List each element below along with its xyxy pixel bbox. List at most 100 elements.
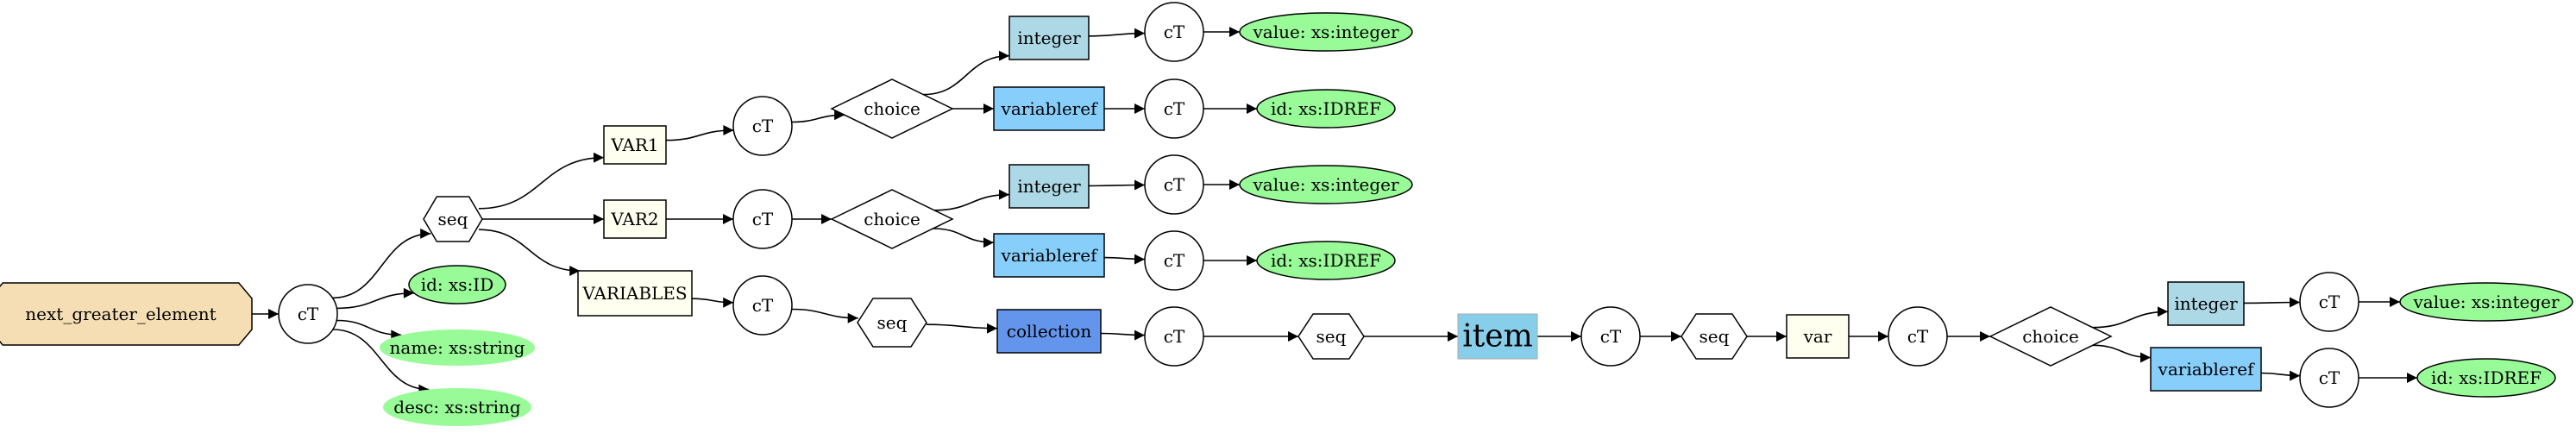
node-var-shape [1786,314,1850,359]
node-idref1-label: id: xs:IDREF [1271,98,1381,119]
node-ct5-label: cT [1164,98,1185,119]
edge-choice2-to-int2 [933,189,1010,211]
node-ct4-shape [1144,2,1204,62]
node-variables: VARIABLES [577,270,693,317]
node-val3-label: value: xs:integer [2412,292,2560,312]
edge-ct0-to-attr_id [336,287,414,310]
node-item-shape [1457,313,1538,360]
node-root-shape [0,282,253,346]
node-ct5: cT [1144,78,1204,139]
edge-vref2-to-ct7 [1103,254,1146,265]
node-coll: collection [996,309,1102,354]
node-choice1-shape [830,78,954,139]
node-idref1-shape [1256,89,1396,129]
node-choice2: choice [830,189,954,249]
node-int2-label: integer [1017,176,1081,197]
node-ct6-label: cT [1164,174,1185,195]
node-seq3-shape [1681,313,1748,360]
node-int1-label: integer [1017,28,1081,48]
node-ct10: cT [1888,306,1948,367]
node-ct3-label: cT [752,295,774,316]
edge-ct0-to-attr_desc [332,329,430,395]
node-ct8-shape [1144,306,1204,367]
node-attr_desc-label: desc: xs:string [393,397,521,417]
node-idref3: id: xs:IDREF [2416,358,2556,398]
node-var1: VAR1 [603,125,667,165]
node-idref3-shape [2416,358,2556,398]
edge-var1-to-ct1 [665,125,734,141]
edge-int1-to-ct4 [1088,28,1146,39]
node-attr_desc: desc: xs:string [383,388,531,426]
node-ct5-shape [1144,78,1204,139]
node-ct12-label: cT [2319,367,2340,388]
node-attr_id: id: xs:ID [408,265,506,304]
node-seq2-label: seq [1316,326,1347,347]
edge-ct3-to-seq1 [791,308,858,323]
node-attr_id-label: id: xs:ID [421,274,494,295]
node-seq2-shape [1297,313,1365,360]
edge-choice3-to-vref3 [2092,344,2152,363]
node-ct4: cT [1144,2,1204,62]
node-var2-label: VAR2 [610,209,658,229]
node-idref3-label: id: xs:IDREF [2431,367,2541,388]
node-ct1: cT [732,96,793,156]
node-seq0-label: seq [438,209,468,229]
node-ct4-label: cT [1164,22,1185,42]
node-idref2-label: id: xs:IDREF [1271,250,1381,271]
edge-seq0-to-var1 [478,152,605,210]
node-val1: value: xs:integer [1239,12,1413,52]
node-ct0: cT [278,284,338,344]
edge-int3-to-ct11 [2243,297,2301,308]
edge-choice3-to-int3 [2092,306,2169,329]
node-vref2-label: variableref [1001,245,1099,266]
node-vref3-label: variableref [2158,359,2256,380]
node-int3-label: integer [2174,293,2238,314]
node-val1-shape [1239,12,1413,52]
edge-ct0-to-seq0 [332,228,431,299]
node-variables-label: VARIABLES [581,283,687,304]
node-ct3-shape [732,275,793,336]
edge-ct0-to-attr_name [336,319,402,341]
node-coll-shape [996,309,1102,354]
node-choice2-shape [830,189,954,249]
node-choice1: choice [830,78,954,139]
edge-ct1-to-choice1 [791,110,845,123]
node-var1-label: VAR1 [610,135,658,155]
node-var: var [1786,314,1850,359]
node-seq0-shape [423,196,483,242]
node-ct2-label: cT [752,209,774,229]
edge-seq1-to-coll [926,323,998,334]
node-vref2-shape [993,233,1105,278]
node-ct8: cT [1144,306,1204,367]
node-ct8-label: cT [1164,326,1185,347]
node-variables-shape [577,270,693,317]
node-seq2: seq [1297,313,1365,360]
node-ct6: cT [1144,154,1204,215]
node-idref2-shape [1256,241,1396,280]
node-val2-label: value: xs:integer [1252,174,1399,195]
node-ct9-shape [1580,306,1641,367]
node-idref1: id: xs:IDREF [1256,89,1396,129]
node-item-label: item [1462,319,1532,355]
node-idref2: id: xs:IDREF [1256,241,1396,280]
node-attr_name-label: name: xs:string [390,337,525,358]
edge-choice1-to-int1 [923,50,1010,96]
node-ct0-shape [278,284,338,344]
node-ct2-shape [732,189,793,249]
node-val2-shape [1239,165,1413,204]
edge-vref3-to-ct12 [2260,370,2301,381]
node-choice3-label: choice [2022,326,2079,347]
edge-seq0-to-variables [478,229,581,276]
node-attr_name: name: xs:string [380,329,535,366]
node-ct9-label: cT [1600,326,1622,347]
node-var-label: var [1803,326,1832,347]
edges-layer [252,27,2417,395]
node-ct1-shape [732,96,793,156]
node-var2-shape [603,199,667,239]
node-attr_name-shape [380,329,535,366]
node-ct12-shape [2299,348,2359,408]
edge-choice2-to-vref2 [933,228,995,248]
node-ct10-shape [1888,306,1948,367]
node-attr_id-shape [408,265,506,304]
